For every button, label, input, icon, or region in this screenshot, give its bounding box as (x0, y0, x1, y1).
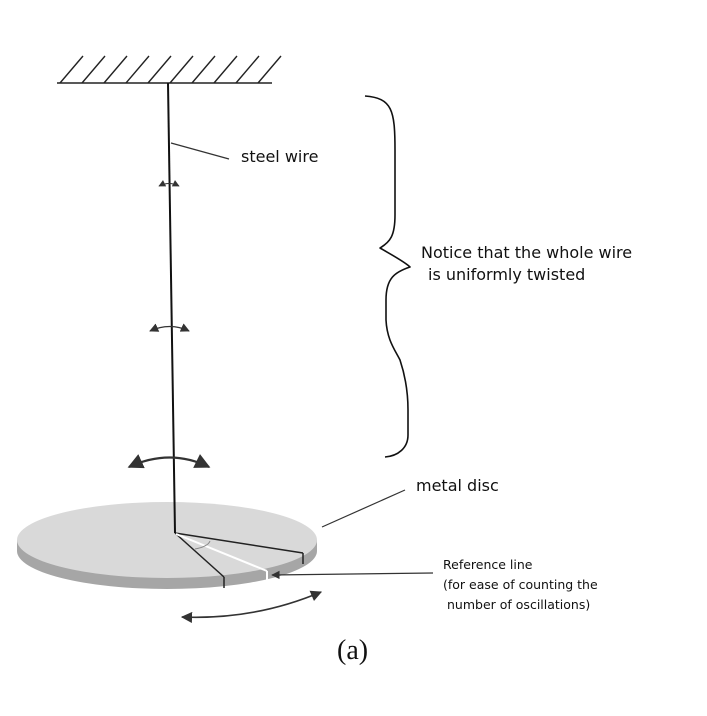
angle-arc (194, 540, 211, 550)
reference-line-note-line2: number of oscillations) (447, 597, 591, 612)
ceiling-support (57, 55, 282, 84)
twist-arrow-small (158, 180, 180, 187)
wedge-edge-left (174, 532, 225, 578)
metal-disc-label: metal disc (416, 476, 499, 495)
ceiling-hatching (59, 55, 282, 84)
oscillation-arrow (180, 590, 323, 624)
wedge-edge-right (174, 532, 304, 554)
steel-wire (167, 82, 176, 534)
twist-arrow-large (127, 454, 211, 469)
notice-label-line2: is uniformly twisted (428, 265, 586, 284)
reference-line-mark (175, 533, 268, 572)
reference-line-note-line1: (for ease of counting the (443, 577, 598, 592)
disc-leader-line (321, 489, 406, 528)
metal-disc (17, 502, 317, 589)
wire-leader-line (170, 142, 230, 160)
curly-brace (364, 95, 411, 458)
notice-label-line1: Notice that the whole wire (421, 243, 633, 262)
twist-arrow-medium (149, 323, 190, 332)
steel-wire-label: steel wire (241, 147, 319, 166)
reference-line-label: Reference line (443, 557, 533, 572)
reference-pointer-arrow (271, 570, 434, 580)
figure-caption: (a) (337, 635, 369, 666)
disc-top (17, 502, 317, 578)
